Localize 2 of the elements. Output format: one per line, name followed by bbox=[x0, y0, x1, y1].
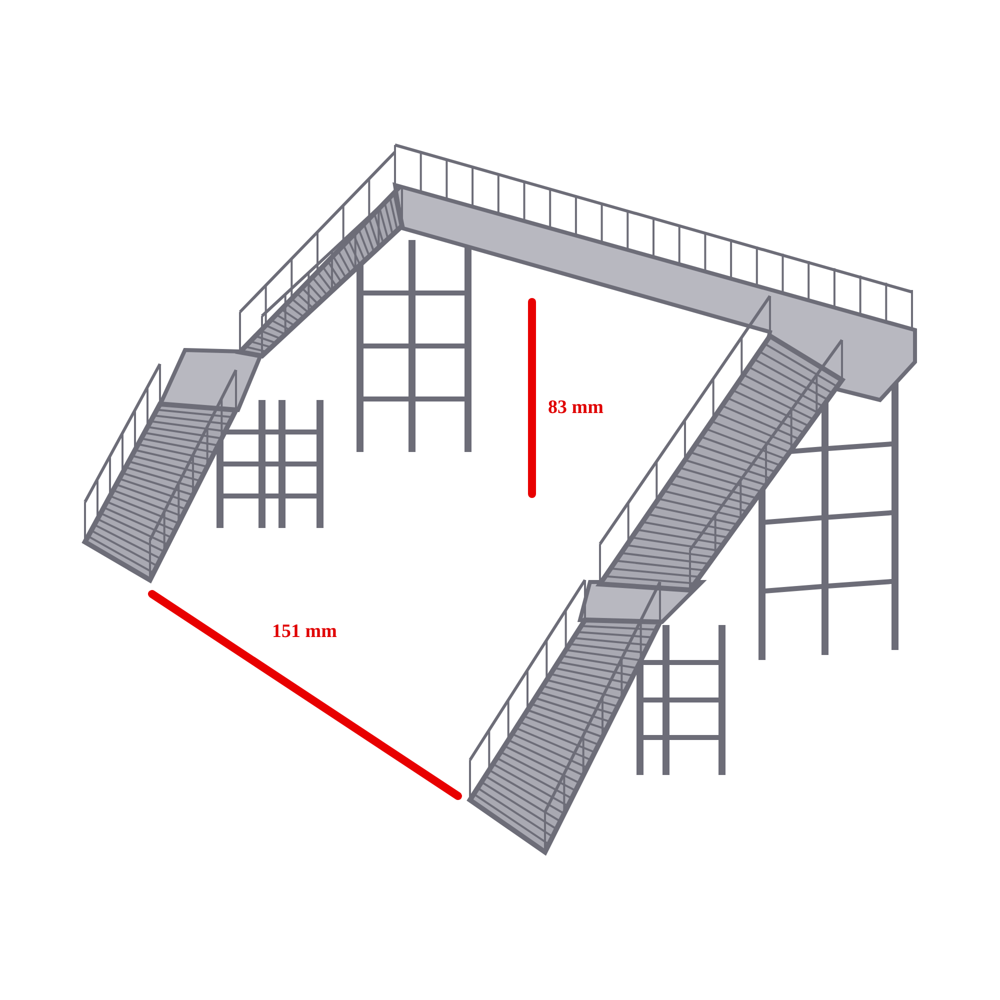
dimension-label: 83 mm bbox=[548, 397, 604, 419]
dimension-label: 151 mm bbox=[272, 621, 337, 643]
